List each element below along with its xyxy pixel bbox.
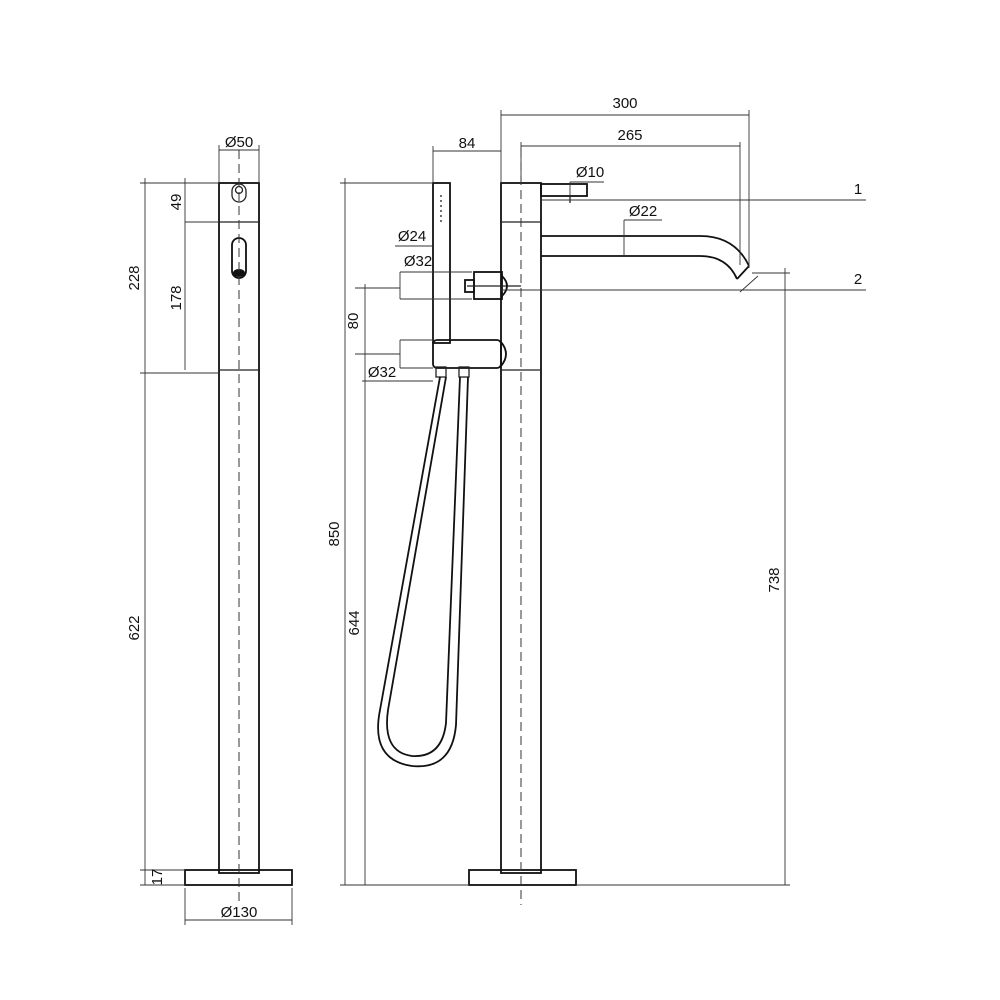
dim-height-lower: 622 <box>126 615 143 640</box>
dim-dia-spout: Ø22 <box>629 203 657 220</box>
hand-shower <box>432 182 451 344</box>
dim-height-outlet: 738 <box>766 567 783 592</box>
front-view: 300 265 84 Ø10 Ø22 Ø24 Ø32 Ø32 80 850 64… <box>326 95 866 905</box>
dim-height-holder: 644 <box>346 610 363 635</box>
callout-1: 1 <box>854 181 862 198</box>
spout-top-edge <box>541 235 750 267</box>
dim-reach-spout: 265 <box>617 127 642 144</box>
dim-dia-holder: Ø32 <box>368 364 396 381</box>
mixer-lever <box>540 183 588 197</box>
dim-height-spout: 178 <box>168 285 185 310</box>
shower-hose-inner <box>386 376 461 757</box>
dim-height-base: 17 <box>149 869 166 886</box>
dim-offset-shower: 84 <box>459 135 476 152</box>
dim-dia-diverter: Ø32 <box>404 253 432 270</box>
front-base-plate <box>468 869 577 886</box>
dim-dia-handshower: Ø24 <box>398 228 426 245</box>
dim-height-cap: 49 <box>168 194 185 211</box>
side-view: Ø50 228 49 178 622 17 Ø130 <box>126 134 293 925</box>
side-spout-aerator <box>233 269 245 277</box>
dim-dia-top: Ø50 <box>225 134 253 151</box>
dim-dia-lever: Ø10 <box>576 164 604 181</box>
shower-hose-outer <box>377 376 469 768</box>
shower-holder <box>432 339 502 369</box>
callout-2: 2 <box>854 271 862 288</box>
spout-outlet <box>736 265 750 280</box>
dim-spacing-holder: 80 <box>345 313 362 330</box>
dim-reach-total: 300 <box>612 95 637 112</box>
dim-height-upper: 228 <box>126 265 143 290</box>
dim-height-total: 850 <box>326 521 343 546</box>
spout-bottom-edge <box>541 255 738 280</box>
dim-dia-base: Ø130 <box>221 904 258 921</box>
